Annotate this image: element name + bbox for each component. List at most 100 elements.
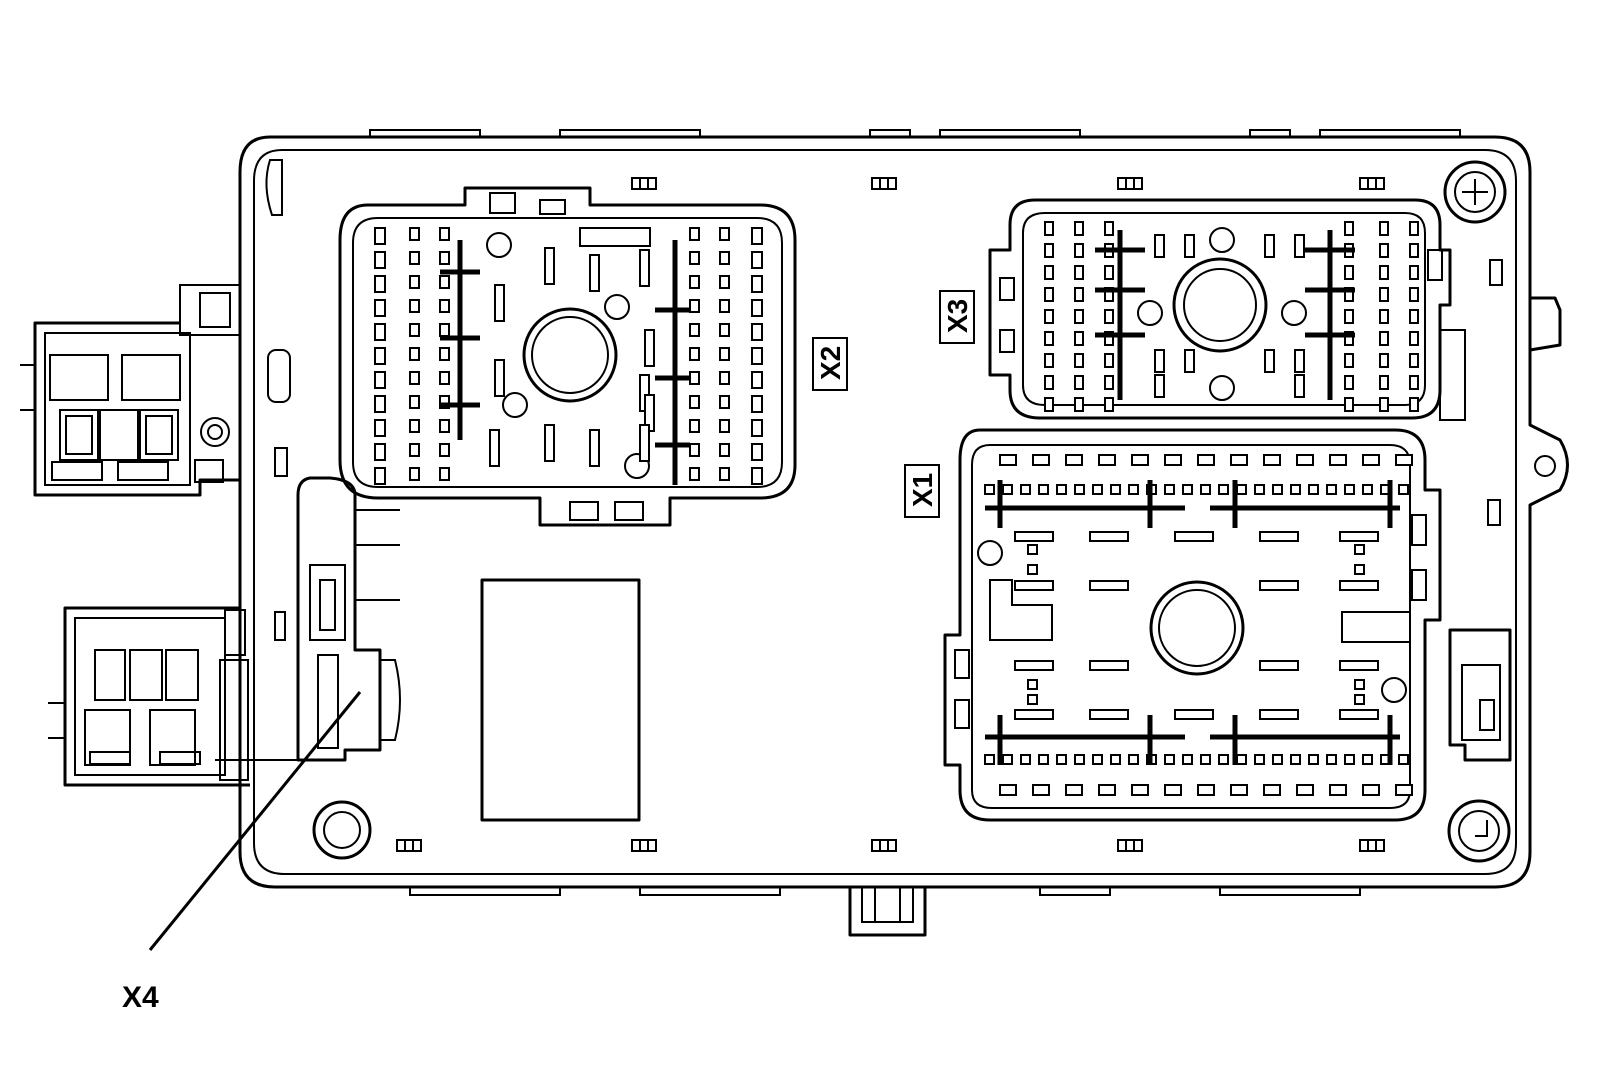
- x3-pin: [1074, 265, 1084, 280]
- x1-pin-flat: [1259, 709, 1299, 720]
- x2-pin: [439, 443, 450, 457]
- x1-pin-small: [1326, 484, 1337, 495]
- x2-connector: [338, 186, 797, 527]
- x3-pin: [1074, 375, 1084, 390]
- x3-pin: [1409, 221, 1419, 236]
- x1-pin-small: [1354, 694, 1365, 705]
- x3-pin: [1409, 353, 1419, 368]
- x1-pin-flat: [1014, 709, 1054, 720]
- x2-pin: [439, 275, 450, 289]
- x3-pin: [1104, 375, 1114, 390]
- x3-pin: [1344, 331, 1354, 346]
- x1-pin-flat: [1259, 580, 1299, 591]
- x3-pin: [1074, 221, 1084, 236]
- x2-pin: [751, 227, 763, 245]
- x1-pin-small: [1128, 484, 1139, 495]
- x1-pin-flat: [1089, 660, 1129, 671]
- x2-pin: [409, 299, 420, 313]
- x1-pin-small: [1002, 484, 1013, 495]
- x2-pin: [439, 251, 450, 265]
- housing-clip-slot: [1125, 839, 1135, 852]
- x2-pin-long: [589, 254, 600, 292]
- x3-pin: [1379, 309, 1389, 324]
- x2-pin: [374, 347, 386, 365]
- x2-pin: [689, 371, 700, 385]
- x2-pin: [689, 275, 700, 289]
- housing-clip-slot: [404, 839, 414, 852]
- x3-pin: [1104, 397, 1114, 412]
- housing-clip-slot: [879, 177, 889, 190]
- bolt-bottom-left-icon: [312, 800, 372, 860]
- x3-pin: [1409, 309, 1419, 324]
- x3-pin: [1409, 397, 1419, 412]
- x2-pin: [409, 371, 420, 385]
- x1-pin: [1230, 784, 1248, 796]
- x1-pin-small: [1344, 484, 1355, 495]
- x2-pin: [689, 443, 700, 457]
- module-housing: [238, 129, 1569, 937]
- x3-pin-long: [1154, 349, 1165, 373]
- housing-clip-slot: [639, 177, 649, 190]
- x1-pin: [1065, 454, 1083, 466]
- x1-pin-small: [1027, 564, 1038, 575]
- x1-pin: [1065, 784, 1083, 796]
- x3-pin: [1379, 375, 1389, 390]
- x1-pin-flat: [1089, 580, 1129, 591]
- x1-pin-small: [1254, 754, 1265, 765]
- x3-pin: [1409, 331, 1419, 346]
- x3-pin: [1379, 265, 1389, 280]
- x1-pin-small: [1236, 484, 1247, 495]
- x1-pin-small: [1236, 754, 1247, 765]
- x2-pin: [439, 347, 450, 361]
- x3-pin-long: [1294, 234, 1305, 258]
- x1-pin: [1296, 454, 1314, 466]
- x3-pin: [1074, 287, 1084, 302]
- x1-pin: [1197, 784, 1215, 796]
- x1-pin-small: [1128, 754, 1139, 765]
- x2-pin-long: [589, 429, 600, 467]
- x1-pin-small: [1002, 754, 1013, 765]
- x1-pin-small: [1218, 754, 1229, 765]
- x2-pin: [719, 299, 730, 313]
- x1-pin-small: [1326, 754, 1337, 765]
- x2-pin-long: [639, 249, 650, 287]
- x2-pin: [439, 227, 450, 241]
- x2-pin: [719, 371, 730, 385]
- x2-pin: [374, 299, 386, 317]
- x1-pin: [1395, 454, 1413, 466]
- x1-pin-small: [1027, 694, 1038, 705]
- x1-pin: [1362, 454, 1380, 466]
- x1-pin: [999, 454, 1017, 466]
- x3-pin-long: [1154, 234, 1165, 258]
- x2-pin: [374, 323, 386, 341]
- x1-pin-small: [1362, 754, 1373, 765]
- x3-pin: [1104, 265, 1114, 280]
- x1-pin-small: [1290, 484, 1301, 495]
- x3-pin-long: [1154, 374, 1165, 398]
- x2-pin: [751, 323, 763, 341]
- x3-pin: [1044, 265, 1054, 280]
- x2-pin: [689, 299, 700, 313]
- x2-pin: [374, 419, 386, 437]
- x1-pin-flat: [1089, 531, 1129, 542]
- x2-pin-long: [489, 429, 500, 467]
- x3-pin: [1379, 287, 1389, 302]
- x2-pin: [689, 347, 700, 361]
- x1-pin-flat: [1259, 660, 1299, 671]
- x2-label: X2: [812, 337, 848, 391]
- x3-pin: [1044, 287, 1054, 302]
- x1-pin-flat: [1174, 531, 1214, 542]
- x1-pin: [999, 784, 1017, 796]
- x3-pin: [1344, 309, 1354, 324]
- x2-pin: [374, 395, 386, 413]
- x3-pin: [1379, 243, 1389, 258]
- x1-pin-small: [1038, 484, 1049, 495]
- x2-pin-long: [644, 329, 655, 367]
- x1-pin: [1032, 784, 1050, 796]
- x3-pin: [1379, 331, 1389, 346]
- x3-pin: [1044, 353, 1054, 368]
- mounting-bolts: [265, 159, 1511, 863]
- x3-pin: [1344, 265, 1354, 280]
